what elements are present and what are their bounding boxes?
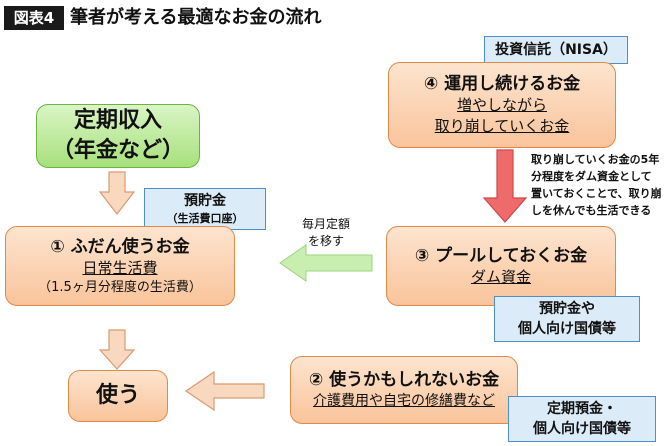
drawdown-note-line: 分程度をダム資金として	[531, 170, 652, 183]
daily-money-title: ① ふだん使うお金	[50, 236, 190, 257]
living-account-label: （生活費口座）	[166, 212, 244, 225]
arrow-longterm-to-pool	[482, 149, 528, 223]
figure-number-tag: 図表4	[4, 6, 64, 30]
investment-trust-tag: 投資信託（NISA）	[484, 36, 628, 64]
long-term-sub1: 増やしながら	[456, 96, 547, 114]
maybe-tag-line1: 定期預金・	[547, 401, 617, 417]
daily-money-box: ① ふだん使うお金 日常生活費 （1.5ヶ月分程度の生活費）	[5, 226, 235, 306]
maybe-tag-line2: 個人向け国債等	[533, 421, 631, 437]
drawdown-note: 取り崩していくお金の5年 分程度をダム資金として 置いておくことで、取り崩 しを…	[531, 151, 670, 219]
savings-account-tag: 預貯金 （生活費口座）	[144, 188, 266, 230]
arrow-maybe-to-use	[184, 370, 265, 412]
investment-trust-label: 投資信託（NISA）	[495, 42, 617, 58]
maybe-money-box: ② 使うかもしれないお金 介護費用や自宅の修繕費など	[290, 356, 518, 424]
arrow-pool-to-daily	[279, 244, 373, 282]
long-term-title: ④ 運用し続けるお金	[423, 74, 581, 94]
pool-money-box: ③ プールしておくお金 ダム資金	[386, 226, 616, 306]
income-note: （年金など）	[51, 138, 184, 163]
income-label: 定期収入	[73, 108, 162, 133]
pool-savings-tag: 預貯金や 個人向け国債等	[494, 296, 640, 342]
regular-income-box: 定期収入 （年金など）	[36, 104, 200, 168]
arrow-income-to-daily	[98, 171, 136, 215]
monthly-transfer-note: 毎月定額 を移す	[290, 216, 362, 250]
figure-title: 筆者が考える最適なお金の流れ	[70, 7, 322, 28]
use-box: 使う	[68, 370, 168, 422]
monthly-note-line2: を移す	[307, 234, 344, 248]
pool-money-sub: ダム資金	[470, 267, 531, 286]
use-label: 使う	[95, 383, 140, 408]
arrow-daily-to-use	[98, 329, 136, 370]
fixed-deposit-tag: 定期預金・ 個人向け国債等	[508, 396, 656, 442]
maybe-money-sub: 介護費用や自宅の修繕費など	[313, 392, 495, 409]
daily-money-note: （1.5ヶ月分程度の生活費）	[38, 279, 202, 295]
maybe-money-title: ② 使うかもしれないお金	[308, 369, 500, 390]
drawdown-note-line: 置いておくことで、取り崩	[531, 187, 662, 200]
pool-money-title: ③ プールしておくお金	[414, 245, 588, 266]
daily-money-sub: 日常生活費	[82, 258, 158, 277]
pool-tag-line2: 個人向け国債等	[518, 321, 616, 337]
savings-label: 預貯金	[184, 193, 226, 209]
drawdown-note-line: 取り崩していくお金の5年	[531, 153, 660, 166]
monthly-note-line1: 毎月定額	[301, 217, 350, 231]
long-term-money-box: ④ 運用し続けるお金 増やしながら 取り崩していくお金	[388, 62, 616, 148]
pool-tag-line1: 預貯金や	[539, 301, 595, 317]
long-term-sub2: 取り崩していくお金	[434, 117, 570, 135]
drawdown-note-line: しを休んでも生活できる	[531, 204, 652, 217]
